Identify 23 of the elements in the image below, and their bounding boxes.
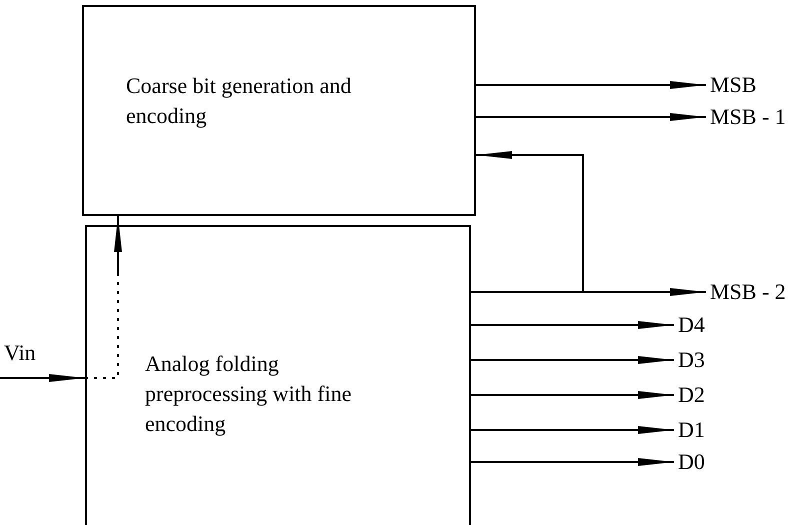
arrow	[0, 374, 85, 382]
arrow	[471, 321, 674, 329]
arrow	[476, 81, 706, 89]
arrow	[471, 426, 674, 434]
signal-label: MSB - 1	[710, 103, 787, 131]
signal-label: D0	[678, 448, 706, 476]
process-block	[85, 225, 471, 525]
block-label: Coarse bit generation and encoding	[126, 72, 352, 130]
signal-label: D2	[678, 381, 706, 409]
arrow	[471, 356, 674, 364]
process-block	[82, 5, 476, 216]
arrow	[471, 458, 674, 466]
signal-label: MSB - 2	[710, 278, 787, 306]
signal-label: MSB	[710, 71, 758, 99]
signal-label: D3	[678, 346, 706, 374]
arrow	[471, 391, 674, 399]
signal-label: D1	[678, 416, 706, 444]
signal-label: Vin	[4, 339, 37, 367]
block-label: Analog folding preprocessing with fine encoding	[145, 350, 352, 438]
arrow	[85, 216, 122, 379]
arrow	[471, 288, 706, 296]
signal-label: D4	[678, 311, 706, 339]
arrow	[476, 113, 706, 121]
